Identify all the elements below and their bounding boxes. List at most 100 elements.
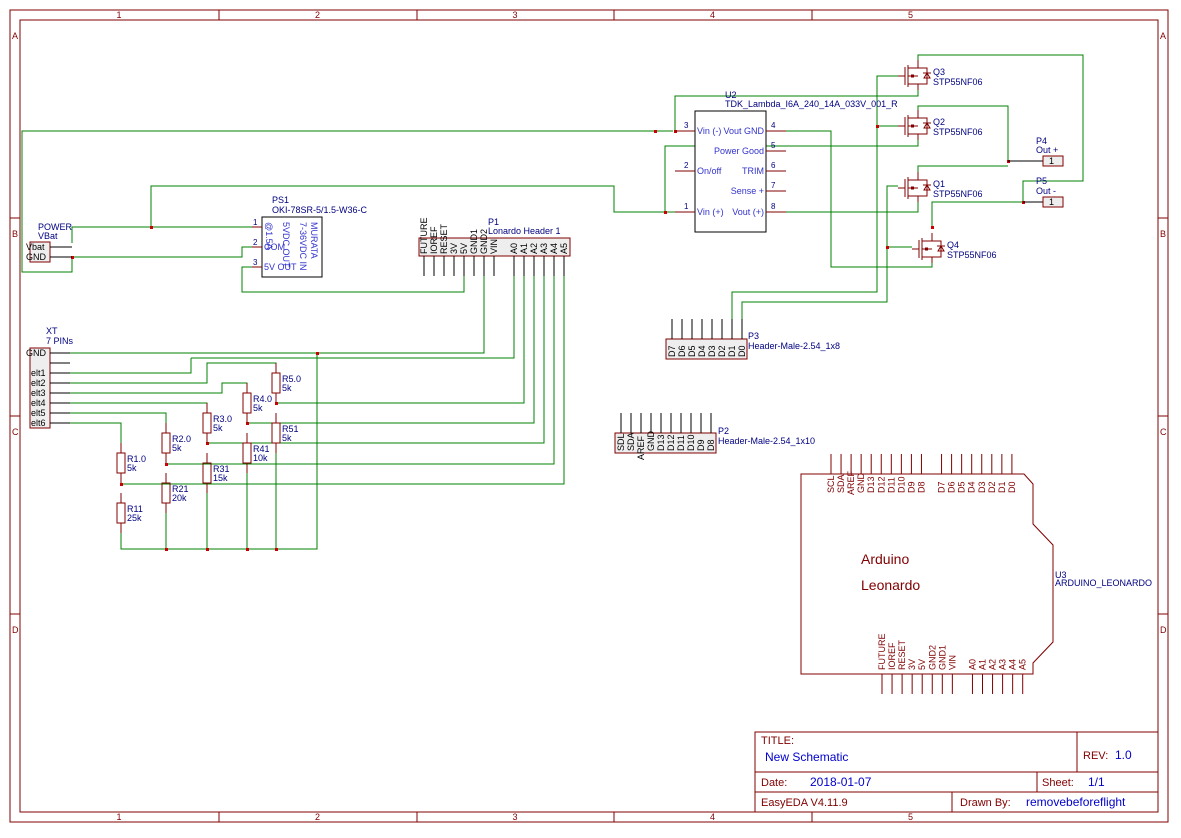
p1-pin-label: A0 — [509, 243, 519, 254]
wire-a5[interactable] — [121, 276, 565, 485]
u3-pin-label: D4 — [967, 481, 977, 493]
wire-elt3[interactable] — [70, 382, 248, 394]
u2-value: TDK_Lambda_I6A_240_14A_033V_001_R — [725, 99, 898, 109]
wire-a1[interactable] — [276, 276, 525, 404]
p1-pin-label: GND1 — [469, 229, 479, 254]
wire-q4-drain[interactable] — [931, 201, 1023, 227]
wire-elt4[interactable] — [70, 402, 208, 413]
p4-value: Out + — [1036, 145, 1058, 155]
u3-pin-label: 5V — [917, 659, 927, 670]
wire-a4[interactable] — [166, 276, 555, 465]
wire-xt-gnd[interactable] — [70, 276, 485, 354]
resistor-r3-0[interactable]: R3.05k — [202, 403, 232, 443]
wire-elt6[interactable] — [70, 422, 122, 453]
junction — [654, 130, 657, 133]
p2-pin-label: D13 — [656, 434, 666, 451]
frame-column-label: 2 — [315, 812, 320, 822]
resistor-r5-0[interactable]: R5.05k — [271, 363, 301, 403]
frame-row-label: D — [1160, 625, 1167, 635]
resistor-body — [202, 412, 212, 434]
u3-pin-label: A1 — [978, 659, 988, 670]
ps1-body-line: 7-36VDC IN — [298, 222, 308, 271]
xt-ref: XT — [46, 326, 58, 336]
xt-pin-label: elt6 — [31, 418, 46, 428]
p5-body — [1042, 196, 1064, 208]
resistor-ref: R4.0 — [253, 394, 272, 404]
p4-connector[interactable]: 1 P4 Out + — [1008, 136, 1064, 167]
u3-pin-label: D6 — [947, 481, 957, 493]
wire-q1-drain[interactable] — [917, 165, 1008, 172]
junction — [931, 226, 934, 229]
wire-u2-vout[interactable] — [776, 202, 919, 213]
u3-pin-label: D5 — [957, 481, 967, 493]
wire-gnd-bus[interactable] — [120, 353, 318, 550]
ps1-body-line: MURATA — [309, 222, 319, 259]
p3-ref: P3 — [748, 331, 759, 341]
ps1-regulator[interactable]: 1 2 3 PS1 OKI-78SR-5/1.5-W36-C 5V OUT CO… — [252, 195, 368, 278]
frame-row-label: B — [12, 229, 18, 239]
u3-pin-label: 3V — [907, 659, 917, 670]
u3-pin-label: D0 — [1007, 481, 1017, 493]
resistor-r2-0[interactable]: R2.05k — [161, 423, 191, 463]
wire-gnd-ps1[interactable] — [72, 246, 252, 258]
u3-pin-label: GND — [856, 473, 866, 494]
xt-pin-label: elt1 — [31, 368, 46, 378]
p3-pin-label: D2 — [717, 345, 727, 357]
date-label: Date: — [761, 777, 787, 789]
u2-pin-label: TRIM — [742, 166, 764, 176]
p2-body — [614, 432, 717, 454]
u3-body-line: Leonardo — [861, 577, 920, 593]
wire-gate-q3-q2[interactable] — [731, 75, 898, 319]
p1-pin-label: A4 — [549, 243, 559, 254]
power-connector[interactable]: POWER VBat Vbat GND — [26, 222, 73, 263]
wire-5v[interactable] — [241, 266, 465, 293]
wire-a2[interactable] — [247, 276, 535, 424]
wire-vbat[interactable] — [71, 226, 252, 243]
software-label: EasyEDA V4.11.9 — [761, 797, 848, 809]
p2-pin-label: D9 — [696, 439, 706, 451]
wire-a3[interactable] — [207, 276, 545, 444]
resistor-value: 10k — [253, 453, 268, 463]
wire-vin-u2[interactable] — [150, 185, 685, 227]
wire-a0[interactable] — [191, 276, 515, 359]
resistor-r1-0[interactable]: R1.05k — [116, 443, 146, 483]
wire-u2-vout-gnd[interactable] — [776, 130, 933, 268]
wire-gnd-loop[interactable] — [21, 130, 673, 273]
wire-elt1[interactable] — [70, 358, 192, 374]
p1-pin-label: IOREF — [429, 226, 439, 254]
resistor-body — [116, 502, 126, 524]
ps1-pin-com: COM — [264, 242, 285, 252]
wire-u2-gnd-top[interactable] — [674, 90, 919, 131]
junction — [120, 483, 123, 486]
frame-column-label: 3 — [513, 10, 518, 20]
p1-pin-label: RESET — [439, 223, 449, 254]
wire-u2-pg[interactable] — [664, 140, 919, 212]
frame-column-label: 4 — [710, 812, 715, 822]
junction — [165, 548, 168, 551]
title-value: New Schematic — [765, 750, 848, 764]
p5-connector[interactable]: 1 P5 Out - — [1023, 176, 1064, 208]
u3-pin-label: D2 — [987, 481, 997, 493]
resistor-r4-0[interactable]: R4.05k — [242, 383, 272, 423]
junction — [71, 256, 74, 259]
p2-pin-label: D12 — [666, 434, 676, 451]
wire-gate-q1-q4[interactable] — [741, 185, 898, 319]
